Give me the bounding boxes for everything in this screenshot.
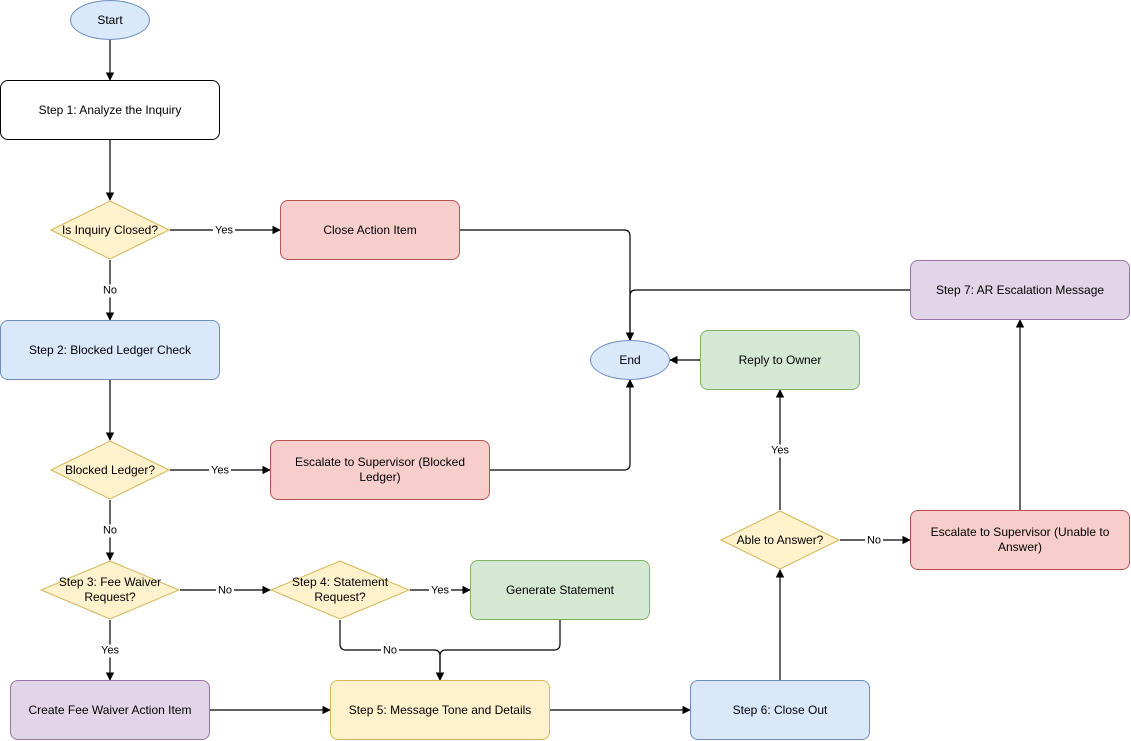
step3-label: Step 3: Fee Waiver Request? — [58, 575, 162, 604]
step6-node[interactable]: Step 6: Close Out — [690, 680, 870, 740]
decision-shape — [270, 560, 410, 620]
step7-node[interactable]: Step 7: AR Escalation Message — [910, 260, 1130, 320]
step4-label: Step 4: Statement Request? — [291, 575, 389, 604]
inquiry-closed-decision[interactable]: Is Inquiry Closed? — [50, 200, 170, 260]
edge-label-inquiry-closed-no: No — [100, 284, 120, 298]
edge-label-statement-no: No — [380, 644, 400, 658]
inquiry-closed-label: Is Inquiry Closed? — [61, 222, 159, 237]
decision-shape — [720, 510, 840, 570]
edge-label-able-no: No — [864, 534, 884, 548]
step7-label: Step 7: AR Escalation Message — [935, 282, 1105, 297]
edge-label-able-yes: Yes — [769, 444, 791, 458]
edge-step7-end — [625, 289, 910, 341]
edge-generate-step5 — [435, 620, 561, 681]
decision-shape — [50, 200, 170, 260]
step1-label: Step 1: Analyze the Inquiry — [38, 102, 182, 117]
end-label: End — [619, 352, 641, 367]
create-fee-waiver-node[interactable]: Create Fee Waiver Action Item — [10, 680, 210, 740]
edge-close-action-end — [460, 229, 635, 341]
decision-shape — [50, 440, 170, 500]
edge-label-fee-waiver-yes: Yes — [99, 644, 121, 658]
step5-node[interactable]: Step 5: Message Tone and Details — [330, 680, 550, 740]
edge-label-fee-waiver-no: No — [215, 584, 235, 598]
escalate-unable-node[interactable]: Escalate to Supervisor (Unable to Answer… — [910, 510, 1130, 570]
generate-statement-node[interactable]: Generate Statement — [470, 560, 650, 620]
step5-label: Step 5: Message Tone and Details — [348, 702, 532, 717]
blocked-ledger-label: Blocked Ledger? — [64, 462, 156, 477]
escalate-blocked-node[interactable]: Escalate to Supervisor (Blocked Ledger) — [270, 440, 490, 500]
close-action-item-node[interactable]: Close Action Item — [280, 200, 460, 260]
generate-statement-label: Generate Statement — [505, 582, 615, 597]
able-to-answer-label: Able to Answer? — [736, 532, 824, 547]
step2-node[interactable]: Step 2: Blocked Ledger Check — [0, 320, 220, 380]
able-to-answer-decision[interactable]: Able to Answer? — [720, 510, 840, 570]
edge-label-inquiry-closed-yes: Yes — [213, 224, 235, 238]
reply-owner-label: Reply to Owner — [738, 352, 822, 367]
create-fee-waiver-label: Create Fee Waiver Action Item — [28, 702, 192, 717]
end-node[interactable]: End — [590, 340, 670, 380]
decision-shape — [40, 560, 180, 620]
fee-waiver-decision[interactable]: Step 3: Fee Waiver Request? — [40, 560, 180, 620]
statement-request-decision[interactable]: Step 4: Statement Request? — [270, 560, 410, 620]
start-node[interactable]: Start — [70, 0, 150, 40]
start-label: Start — [97, 12, 123, 27]
step2-label: Step 2: Blocked Ledger Check — [28, 342, 192, 357]
edge-label-blocked-no: No — [100, 524, 120, 538]
edge-escalate-blocked-end — [490, 379, 635, 471]
close-action-item-label: Close Action Item — [323, 222, 417, 237]
escalate-blocked-label: Escalate to Supervisor (Blocked Ledger) — [294, 455, 466, 484]
blocked-ledger-decision[interactable]: Blocked Ledger? — [50, 440, 170, 500]
escalate-unable-label: Escalate to Supervisor (Unable to Answer… — [930, 525, 1110, 554]
edge-label-statement-yes: Yes — [429, 584, 451, 598]
reply-owner-node[interactable]: Reply to Owner — [700, 330, 860, 390]
step6-label: Step 6: Close Out — [732, 702, 828, 717]
step1-node[interactable]: Step 1: Analyze the Inquiry — [0, 80, 220, 140]
edge-label-blocked-yes: Yes — [209, 464, 231, 478]
